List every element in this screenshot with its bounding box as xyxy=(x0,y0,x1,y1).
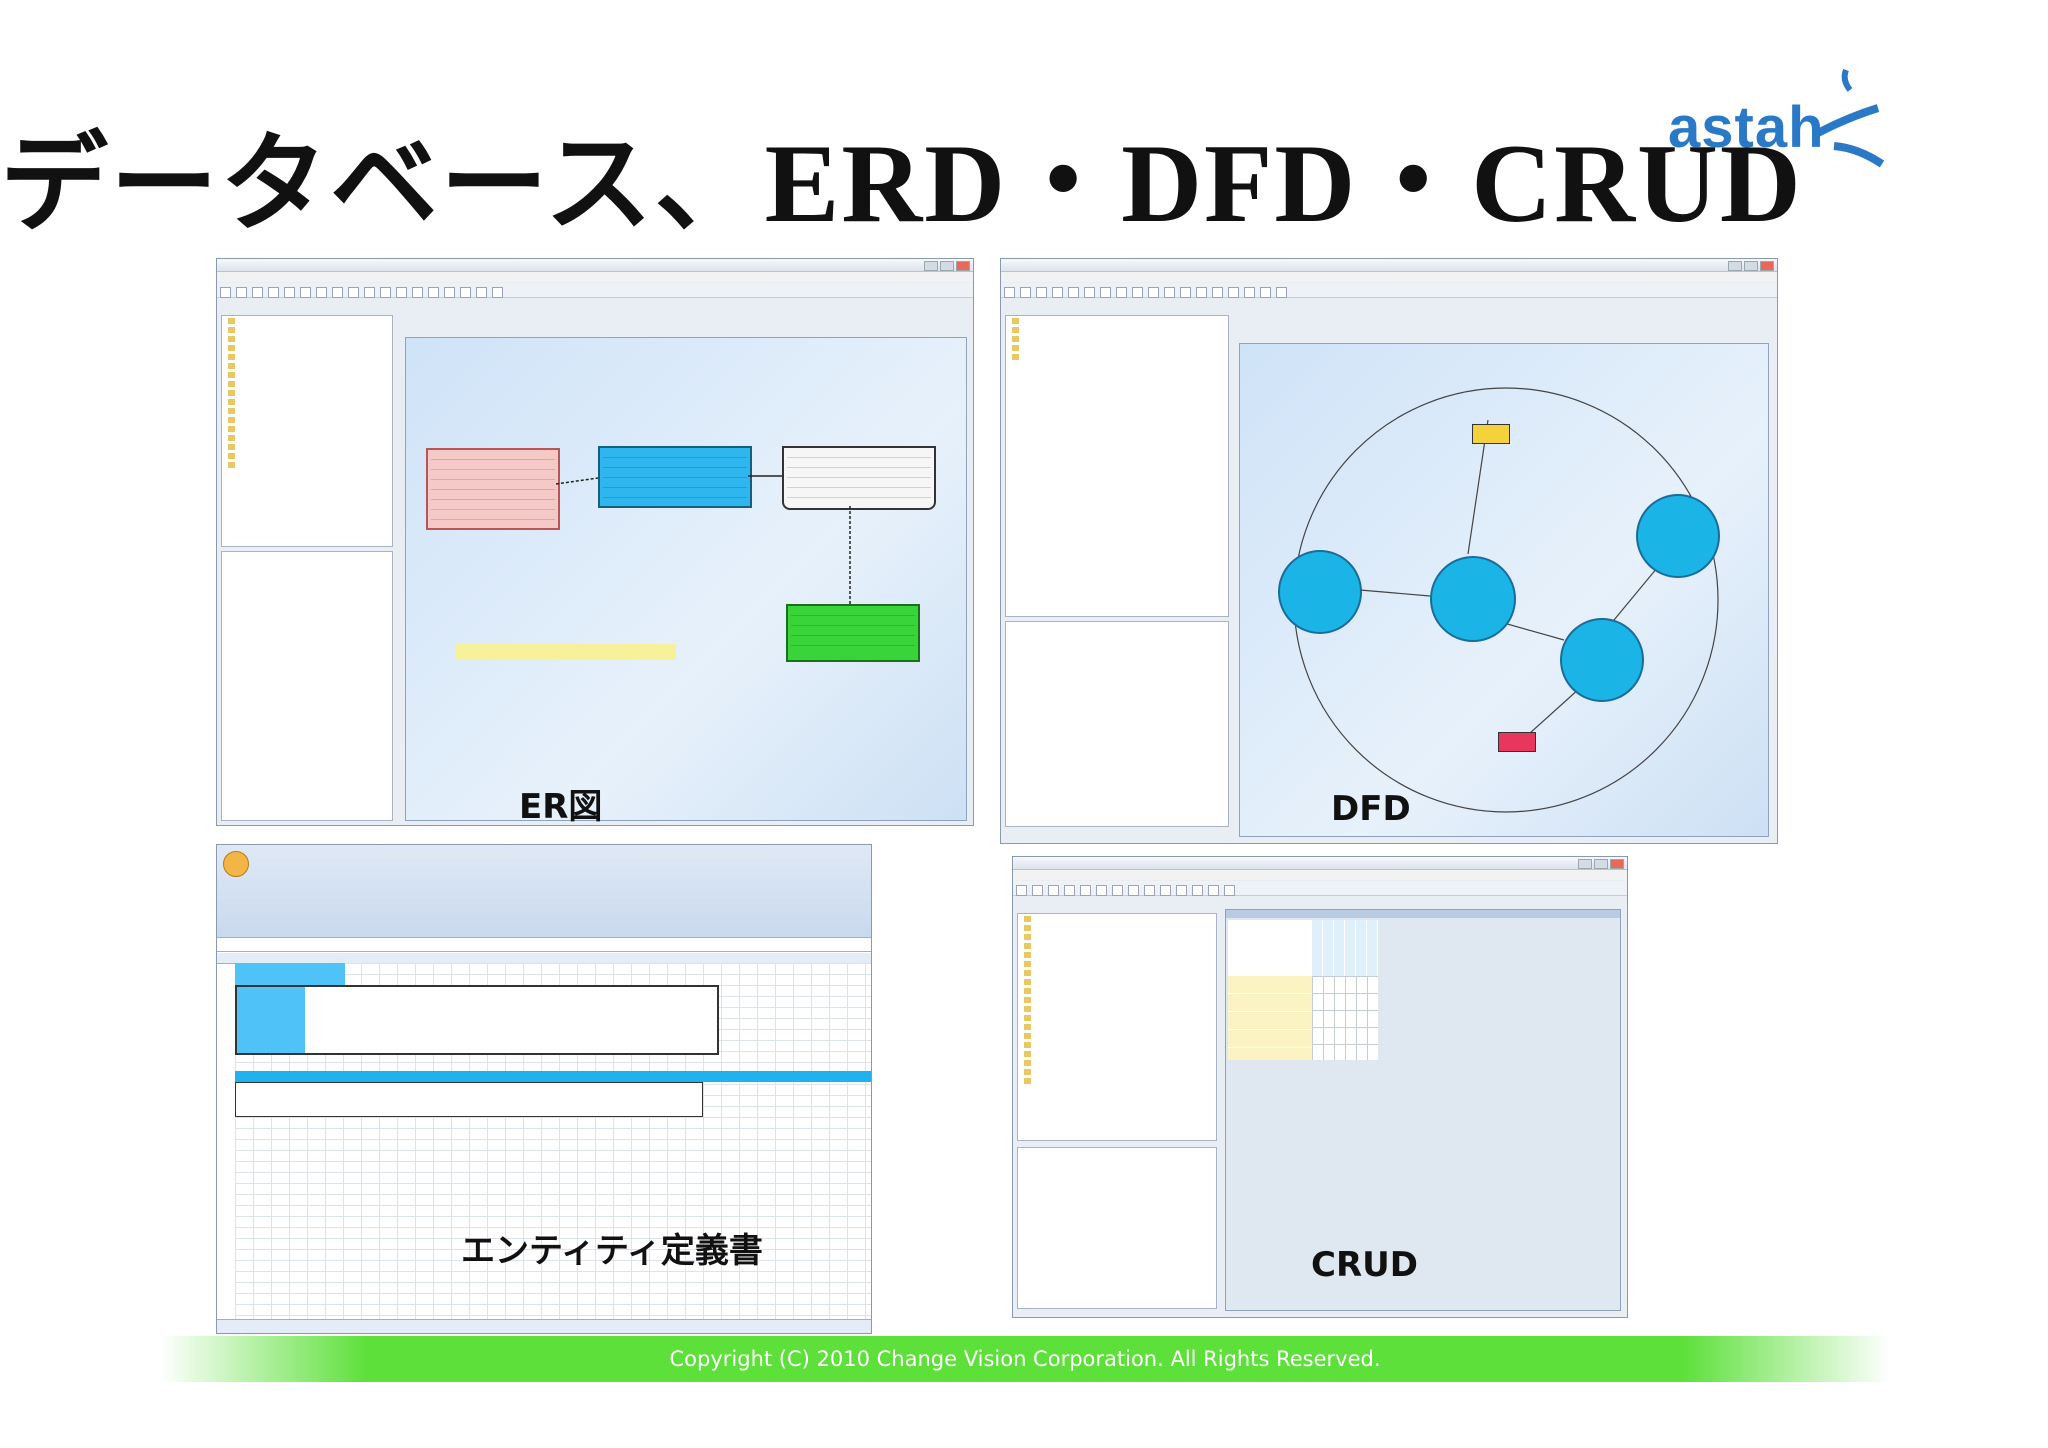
er-menubar xyxy=(217,272,973,282)
er-note[interactable] xyxy=(456,644,676,660)
dfd-screenshot: DFD xyxy=(1000,258,1778,844)
crud-screenshot: CRUD xyxy=(1012,856,1628,1318)
dfd-model-tree[interactable] xyxy=(1005,315,1229,617)
er-toolbar xyxy=(217,283,973,298)
dfd-property-pane[interactable] xyxy=(1005,621,1229,827)
dfd-toolbar xyxy=(1001,283,1777,298)
attribute-table-rows xyxy=(235,1082,703,1117)
crud-matrix-canvas[interactable] xyxy=(1225,909,1621,1311)
entity-definition-label: エンティティ定義書 xyxy=(461,1231,763,1271)
entity-header-block xyxy=(235,963,305,985)
crud-model-tree[interactable] xyxy=(1017,913,1217,1141)
excel-sheet-tabs[interactable] xyxy=(217,1319,871,1333)
dfd-process-2[interactable] xyxy=(1430,556,1516,642)
dfd-window-titlebar xyxy=(1001,259,1777,272)
crud-window-titlebar xyxy=(1013,857,1627,870)
er-window-titlebar xyxy=(217,259,973,272)
entity-header-name-cells xyxy=(305,963,345,985)
office-button-icon[interactable] xyxy=(223,851,249,877)
entity-definition-screenshot: エンティティ定義書 xyxy=(216,844,872,1334)
dfd-process-3[interactable] xyxy=(1636,494,1720,578)
dfd-menubar xyxy=(1001,272,1777,282)
crud-row-labels xyxy=(1228,976,1312,1060)
logo-wordmark: astah xyxy=(1668,95,1825,160)
crud-column-headers xyxy=(1312,920,1378,976)
excel-formula-bar[interactable] xyxy=(217,939,871,952)
er-diagram-screenshot: ER図 xyxy=(216,258,974,826)
er-property-pane[interactable] xyxy=(221,551,393,821)
crud-property-pane[interactable] xyxy=(1017,1147,1217,1309)
er-entity-order[interactable] xyxy=(598,446,752,508)
entity-definition-box xyxy=(235,985,719,1055)
crud-cells xyxy=(1312,976,1378,1060)
slide-title-english: ERD・DFD・CRUD xyxy=(764,122,1803,246)
attribute-table-header xyxy=(235,1071,871,1082)
er-entity-order-detail[interactable] xyxy=(782,446,936,510)
crud-matrix-header xyxy=(1226,910,1620,918)
logo-swoosh-icon xyxy=(1814,68,1885,168)
excel-grid[interactable] xyxy=(235,963,871,1319)
astah-logo: astah xyxy=(1668,68,1898,178)
er-label: ER図 xyxy=(519,787,603,826)
dfd-external-entity-bottom[interactable] xyxy=(1498,732,1536,752)
crud-menubar xyxy=(1013,870,1627,880)
er-diagram-canvas[interactable] xyxy=(405,337,967,821)
dfd-external-entity-top[interactable] xyxy=(1472,424,1510,444)
slide-title-japanese: データベース、 xyxy=(0,122,765,247)
crud-label: CRUD xyxy=(1311,1245,1418,1285)
er-entity-customer[interactable] xyxy=(426,448,560,530)
dfd-diagram-canvas[interactable] xyxy=(1239,343,1769,837)
er-entity-product[interactable] xyxy=(786,604,920,662)
er-model-tree[interactable] xyxy=(221,315,393,547)
slide-title: データベース、ERD・DFD・CRUD xyxy=(0,92,1801,254)
crud-matrix-sheet xyxy=(1228,920,1378,1060)
dfd-process-1[interactable] xyxy=(1278,550,1362,634)
copyright-footer: Copyright (C) 2010 Change Vision Corpora… xyxy=(160,1336,1890,1382)
dfd-process-4[interactable] xyxy=(1560,618,1644,702)
er-relationship-lines xyxy=(555,475,851,604)
dfd-label: DFD xyxy=(1331,789,1411,829)
excel-ribbon xyxy=(217,845,871,938)
crud-toolbar xyxy=(1013,881,1627,896)
